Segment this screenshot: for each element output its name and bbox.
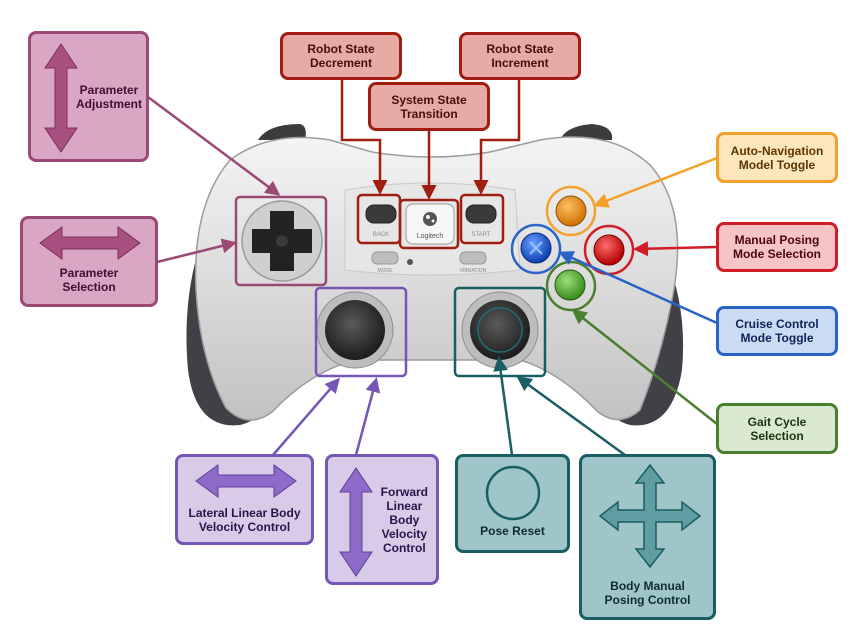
face-button-orange[interactable] [555, 195, 587, 227]
dpad[interactable] [241, 200, 323, 282]
pose-reset-box: Pose Reset [455, 454, 570, 553]
body-manual-posing-label: Body Manual Posing Control [604, 579, 691, 607]
system-state-transition-box: System State Transition [368, 82, 490, 131]
left-bumper [258, 124, 306, 140]
horizontal-double-arrow-icon [39, 226, 141, 260]
start-label: START [471, 232, 490, 238]
start-button[interactable] [465, 204, 497, 224]
cruise-control-label: Cruise Control Mode Toggle [735, 317, 819, 345]
brand-label: Logitech [417, 233, 444, 240]
orange-button-highlight [545, 185, 597, 237]
parameter-selection-label: Parameter Selection [59, 266, 119, 294]
vertical-double-arrow-icon [339, 467, 373, 577]
gait-cycle-label: Gait Cycle Selection [747, 414, 807, 443]
four-way-arrow-icon [598, 463, 702, 569]
blue-button-highlight [510, 223, 562, 275]
body-posing-connector [516, 376, 626, 457]
gait-cycle-box: Gait Cycle Selection [716, 403, 838, 454]
left-stick-highlight [314, 286, 408, 378]
cruise-connector [558, 251, 718, 325]
forward-connector [354, 377, 381, 456]
vibration-button[interactable] [459, 251, 487, 265]
robot-state-decrement-label: Robot State Decrement [307, 42, 375, 70]
gamepad: BACK START Logitech MODE VIBRATION [186, 124, 684, 426]
pose-reset-label: Pose Reset [480, 524, 545, 538]
manual-posing-mode-label: Manual Posing Mode Selection [732, 233, 821, 261]
right-bumper [560, 124, 613, 140]
cruise-control-box: Cruise Control Mode Toggle [716, 306, 838, 356]
vibration-label: VIBRATION [460, 268, 487, 274]
robot-state-increment-box: Robot State Increment [459, 32, 581, 80]
gait-connector [571, 309, 718, 425]
parameter-selection-box: Parameter Selection [20, 216, 158, 307]
forward-velocity-box: Forward Linear Body Velocity Control [325, 454, 439, 585]
parameter-adjustment-label: Parameter Adjustment [76, 82, 142, 111]
face-button-green[interactable] [554, 269, 586, 301]
robot-state-increment-label: Robot State Increment [486, 42, 554, 70]
vertical-double-arrow-icon [44, 43, 78, 153]
body-manual-posing-box: Body Manual Posing Control [579, 454, 716, 620]
increment-connector [473, 80, 521, 195]
auto-navigation-box: Auto-Navigation Model Toggle [716, 132, 838, 183]
face-button-red[interactable] [593, 234, 625, 266]
lateral-velocity-label: Lateral Linear Body Velocity Control [188, 506, 301, 534]
face-button-blue[interactable] [520, 232, 552, 264]
mode-label: MODE [378, 268, 394, 274]
manual-posing-mode-box: Manual Posing Mode Selection [716, 222, 838, 272]
logitech-button[interactable] [405, 203, 455, 245]
mode-led [407, 259, 413, 265]
adjustment-connector [147, 95, 281, 196]
circle-icon [485, 465, 541, 521]
back-button[interactable] [365, 204, 397, 224]
logitech-highlight [398, 198, 460, 250]
selection-connector [156, 238, 237, 264]
parameter-adjustment-box: Parameter Adjustment [28, 31, 149, 162]
system-state-transition-label: System State Transition [391, 92, 467, 121]
start-highlight [459, 193, 505, 245]
forward-velocity-label: Forward Linear Body Velocity Control [380, 484, 428, 555]
robot-state-decrement-box: Robot State Decrement [280, 32, 402, 80]
right-analog-stick[interactable] [461, 291, 539, 369]
lateral-velocity-box: Lateral Linear Body Velocity Control [175, 454, 314, 545]
right-stick-highlight [453, 286, 547, 378]
lateral-connector [272, 377, 340, 456]
back-label: BACK [373, 232, 389, 238]
pose-reset-connector [493, 356, 514, 456]
auto-nav-connector [593, 156, 718, 208]
auto-navigation-label: Auto-Navigation Model Toggle [730, 143, 824, 172]
decrement-connector [340, 80, 388, 195]
mode-button[interactable] [371, 251, 399, 265]
manual-posing-connector [633, 241, 718, 257]
horizontal-double-arrow-icon [195, 464, 297, 498]
left-analog-stick[interactable] [316, 291, 394, 369]
